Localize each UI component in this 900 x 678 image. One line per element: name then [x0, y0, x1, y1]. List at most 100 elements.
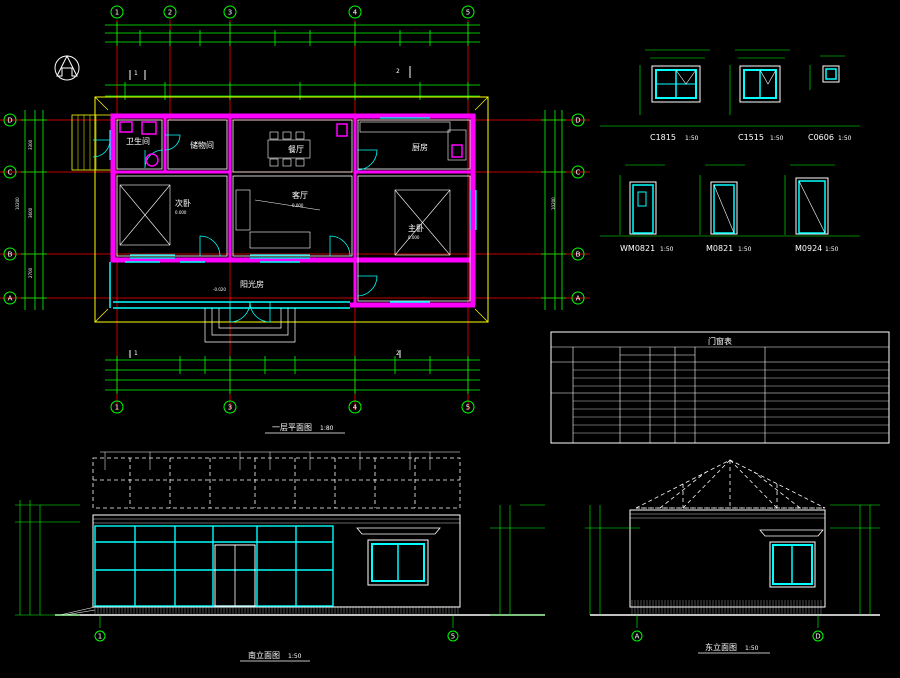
grid-lines: [0, 20, 590, 410]
door-window-schedule: 门窗表: [550, 331, 890, 444]
svg-text:2: 2: [396, 350, 400, 357]
svg-text:0.000: 0.000: [292, 203, 304, 208]
svg-text:3300: 3300: [28, 139, 33, 150]
label-storage: 储物间: [190, 140, 214, 150]
axis-bubble-bottom-1: 1: [110, 400, 124, 414]
door-details: WM0821 1:50 M0821 1:50 M0924 1:50: [600, 164, 860, 253]
axis-bubble-south-1: 1: [94, 630, 106, 642]
door-swings: [92, 134, 378, 323]
axis-bubble-top-2: 2: [163, 5, 177, 19]
window-code-3: C0606: [808, 133, 834, 142]
door-code-1: WM0821: [620, 244, 655, 253]
label-living: 客厅: [292, 190, 308, 200]
axis-bubble-bottom-3: 3: [223, 400, 237, 414]
door-code-2: M0821: [706, 244, 733, 253]
svg-text:4: 4: [353, 9, 358, 17]
north-arrow-icon: [54, 54, 80, 81]
entrance-steps: [204, 308, 296, 343]
window-code-2: C1515: [738, 133, 764, 142]
label-master: 主卧: [408, 223, 424, 233]
window-scale-2: 1:50: [770, 135, 784, 142]
svg-text:C: C: [8, 169, 13, 177]
axis-bubble-left-C: C: [3, 165, 17, 179]
svg-text:-0.020: -0.020: [213, 287, 226, 292]
door-code-3: M0924: [795, 244, 822, 253]
south-elev-scale: 1:50: [288, 653, 302, 660]
room-areas: 0.000 0.000 0.000 -0.020: [175, 203, 420, 292]
axis-bubble-bottom-5: 5: [461, 400, 475, 414]
axis-bubble-left-A: A: [3, 291, 17, 305]
bath-fixtures: [119, 121, 463, 167]
svg-text:D: D: [7, 117, 12, 125]
door-scale-3: 1:50: [825, 246, 839, 253]
window-details: C1815 1:50 C1515 1:50 C0606 1:50: [600, 49, 860, 142]
svg-text:0.000: 0.000: [408, 235, 420, 240]
door-scale-1: 1:50: [660, 246, 674, 253]
door-wm0821: [629, 181, 657, 235]
svg-text:1: 1: [115, 404, 119, 412]
axis-bubble-right-A: A: [571, 291, 585, 305]
axis-bubble-east-A: A: [631, 630, 643, 642]
svg-text:A: A: [576, 295, 581, 303]
svg-text:4: 4: [353, 404, 358, 412]
bottom-dimensions: [105, 356, 480, 394]
svg-text:B: B: [8, 251, 13, 259]
svg-text:3: 3: [228, 404, 232, 412]
east-elev-title: 东立面图: [705, 642, 737, 652]
east-elev-scale: 1:50: [745, 645, 759, 652]
svg-text:B: B: [576, 251, 581, 259]
side-dim-text: 10200 3300 3600 2700 10200: [15, 139, 556, 278]
interior-walls: [113, 116, 473, 305]
sunroom-glazing: [109, 261, 430, 309]
label-kitchen: 厨房: [412, 142, 428, 152]
axis-bubble-right-D: D: [571, 113, 585, 127]
axis-bubble-right-B: B: [571, 247, 585, 261]
svg-text:1: 1: [115, 9, 119, 17]
svg-text:A: A: [8, 295, 13, 303]
svg-text:2: 2: [168, 9, 172, 17]
plan-title: 一层平面图: [272, 423, 312, 432]
svg-text:3600: 3600: [28, 207, 33, 218]
floor-plan: 10200 3300 3600 2700 10200: [0, 20, 590, 434]
window-c1815: [651, 65, 701, 103]
svg-text:D: D: [815, 633, 820, 641]
svg-text:A: A: [635, 633, 640, 641]
label-bathroom: 卫生间: [126, 136, 150, 146]
axis-bubble-left-B: B: [3, 247, 17, 261]
eave-outline: [94, 96, 489, 323]
axis-bubble-bottom-4: 4: [348, 400, 362, 414]
eave-corner: [94, 96, 109, 111]
svg-text:5: 5: [466, 404, 470, 412]
door-m0821: [710, 181, 738, 235]
room-labels: 卫生间 储物间 餐厅 厨房 次卧 客厅 主卧 阳光房: [126, 136, 428, 289]
svg-text:2: 2: [396, 68, 400, 75]
window-scale-1: 1:50: [685, 135, 699, 142]
axis-bubble-east-D: D: [812, 630, 824, 642]
furniture: [119, 121, 467, 256]
svg-text:1: 1: [98, 633, 102, 641]
axis-bubble-top-5: 5: [461, 5, 475, 19]
window-scale-3: 1:50: [838, 135, 852, 142]
room-outlines: [116, 119, 471, 302]
window-c0606: [822, 65, 840, 83]
svg-text:0.000: 0.000: [175, 210, 187, 215]
window-c1515: [739, 65, 781, 103]
svg-text:5: 5: [451, 633, 455, 641]
door-scale-2: 1:50: [738, 246, 752, 253]
exterior-walls: [110, 113, 476, 308]
plan-scale: 1:80: [320, 425, 334, 432]
label-bedroom: 次卧: [175, 198, 191, 208]
axis-bubble-top-1: 1: [110, 5, 124, 19]
svg-text:D: D: [575, 117, 580, 125]
svg-text:10200: 10200: [15, 197, 20, 210]
door-m0924: [795, 177, 829, 235]
side-dimensions: [21, 110, 566, 310]
axis-bubble-south-5: 5: [447, 630, 459, 642]
section-marks: [129, 66, 411, 358]
axis-bubble-top-3: 3: [223, 5, 237, 19]
east-elevation: 东立面图 1:50: [585, 459, 880, 654]
top-dimensions: [105, 24, 480, 97]
